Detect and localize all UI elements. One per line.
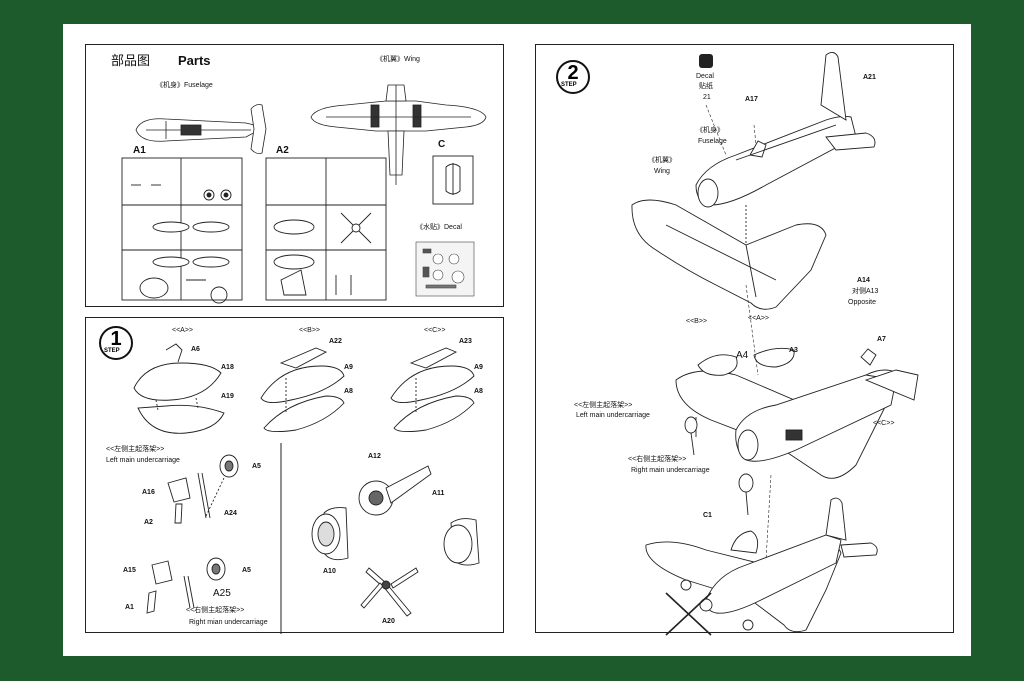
part-a24: A24 [224,510,237,517]
part-a5-top: A5 [252,463,261,470]
group-c-label: <<C>> [424,327,446,334]
fuselage-en-label: Fuselage [698,138,727,145]
left-gear-drawing [167,454,239,524]
parts-panel: 部品图 Parts 《机身》Fuselage 《机翼》Wing A1 A2 C … [85,44,504,307]
sprue-a1-drawing [121,157,243,304]
part-a12: A12 [368,453,381,460]
step2-word: STEP [561,82,577,88]
part-a13-cn-label: 对侧A13 [852,288,879,295]
group-a-label-step2: <<A>> [748,315,770,322]
decal-label-cn: 贴纸 [699,83,713,90]
part-c1-label: C1 [703,512,712,519]
part-a21-label: A21 [863,74,876,81]
wing-upper-drawing [631,199,827,310]
sprue-c-drawing [432,155,474,205]
group-a-label: <<A>> [172,327,194,334]
part-a14-label: A14 [857,277,870,284]
opposite-label: Opposite [848,299,877,306]
part-a18: A18 [221,364,234,371]
decal-icon [699,54,713,68]
step2-badge: 2 STEP [556,60,590,94]
step1-word: STEP [104,348,120,354]
left-gear-en-label: Left main undercarriage [106,457,180,464]
aircraft-bottom-drawing [645,497,878,636]
fuselage-cn-label: 《机身》 [696,127,724,134]
part-a4-label: A4 [736,350,749,361]
decal-label-en: Decal [696,73,714,80]
fuselage-label: 《机身》Fuselage [156,82,213,89]
instruction-sheet: 部品图 Parts 《机身》Fuselage 《机翼》Wing A1 A2 C … [63,24,971,656]
wing-cn-label: 《机翼》 [648,157,676,164]
part-a10: A10 [323,568,336,575]
right-gear-en-label: Right mian undercarriage [189,619,268,626]
part-a3-label: A3 [789,347,798,354]
part-a17-label: A17 [745,96,758,103]
wing-en-label: Wing [654,168,670,175]
group-b-label: <<B>> [299,327,321,334]
part-a11: A11 [432,490,445,497]
sprue-a1-label: A1 [133,145,146,156]
part-a6: A6 [191,346,200,353]
assembly-guides [705,104,772,561]
part-a8-b: A8 [344,388,353,395]
aircraft-middle-drawing [675,347,919,516]
step2-artwork [631,52,919,636]
wing-label: 《机翼》Wing [376,56,420,63]
left-gear-cn-label: <<左侧主起落架>> [106,446,165,453]
decal-number: 21 [703,94,711,101]
sprue-a2-label: A2 [276,145,289,156]
decal-sheet-drawing [415,241,475,297]
part-a7-label: A7 [877,336,886,343]
parts-artwork [121,84,487,304]
part-a1: A1 [125,604,134,611]
drop-tank-b-drawing [260,347,345,433]
drop-tank-c-drawing [390,347,475,433]
part-a22: A22 [329,338,342,345]
part-a20: A20 [382,618,395,625]
engine-drawing [311,465,480,617]
part-a9-c: A9 [474,364,483,371]
group-b-label-step2: <<B>> [686,318,708,325]
step1-artwork [133,343,480,634]
sprue-a2-drawing [265,157,387,301]
step1-panel: 1 STEP <<A>> <<B>> <<C>> A6 A18 A19 A22 … [85,317,504,634]
left-gear-en-label-step2: Left main undercarriage [576,412,650,419]
fuselage-upper-drawing [695,52,876,208]
left-gear-cn-label-step2: <<左侧主起落架>> [574,402,633,409]
right-gear-cn-label-step2: <<右侧主起落架>> [628,456,687,463]
part-a9-b: A9 [344,364,353,371]
group-c-label-step2: <<C>> [873,420,895,427]
sprue-c-label: C [438,139,446,150]
right-gear-drawing [146,557,226,614]
wing-drawing [310,84,487,185]
parts-header-cn: 部品图 [111,53,151,68]
decal-label: 《水贴》Decal [416,224,462,231]
fuselage-drawing [135,104,267,154]
step2-number: 2 [567,62,579,84]
part-a2: A2 [144,519,153,526]
part-a5-bottom: A5 [242,567,251,574]
part-a16: A16 [142,489,155,496]
step2-panel: 2 STEP Decal 贴纸 21 A21 A17 《机身》 Fuselage… [535,44,954,636]
step1-number: 1 [110,328,122,350]
part-a25: A25 [213,588,231,599]
part-a19: A19 [221,393,234,400]
right-gear-cn-label: <<右侧主起落架>> [186,607,245,614]
drop-tank-a-drawing [133,343,225,434]
part-a23: A23 [459,338,472,345]
parts-header-en: Parts [178,53,211,68]
right-gear-en-label-step2: Right main undercarriage [631,467,710,474]
part-a15: A15 [123,567,136,574]
step1-badge: 1 STEP [99,326,133,360]
part-a8-c: A8 [474,388,483,395]
